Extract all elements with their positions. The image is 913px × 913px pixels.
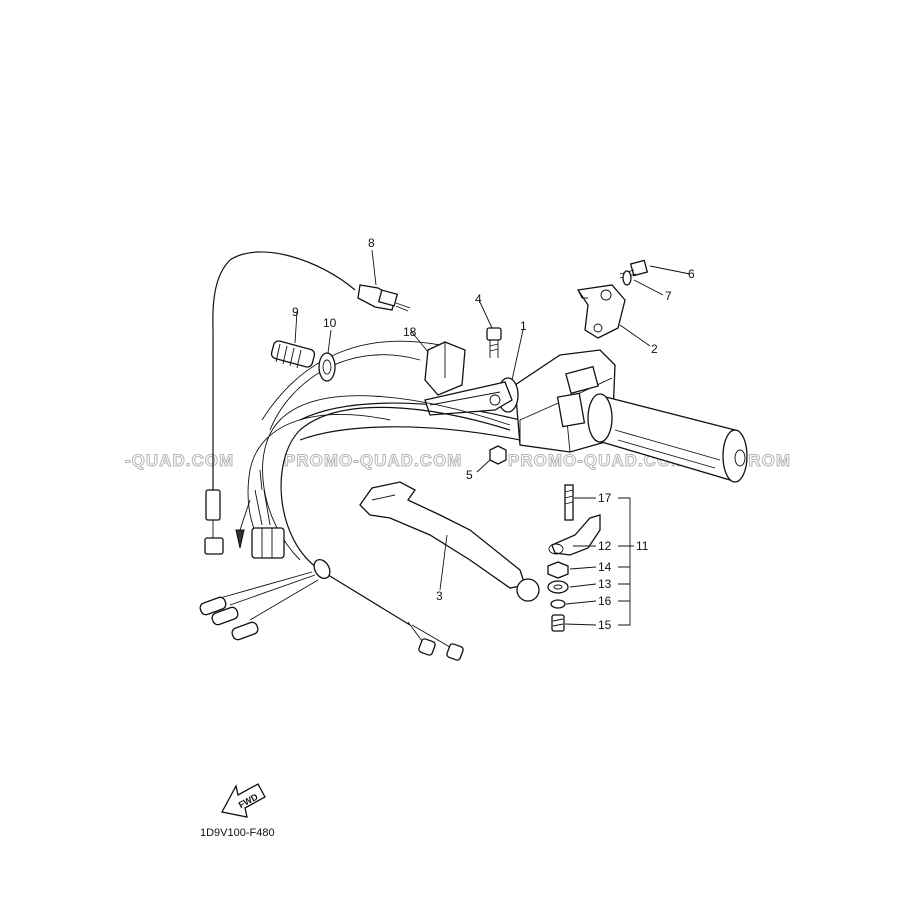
locknut <box>489 445 507 465</box>
sub-harness <box>199 559 464 661</box>
handlebar <box>299 402 521 441</box>
starter-lever-assembly <box>547 484 601 632</box>
callout-3: 3 <box>436 589 443 603</box>
watermark-center: PROMO-QUAD.COM <box>284 451 462 470</box>
pivot-bolt <box>486 327 502 358</box>
watermark-middle: PROMO-QUAD.COM <box>508 451 686 470</box>
watermark: -QUAD.COM PROMO-QUAD.COM PROMO-QUAD.COM … <box>125 451 791 471</box>
callout-8: 8 <box>368 236 375 250</box>
screw-and-washer <box>619 259 649 286</box>
harness-branch <box>235 414 391 559</box>
clamp-bracket <box>576 284 626 339</box>
callout-labels: 8 9 10 18 4 1 2 6 7 5 3 17 12 11 14 13 1… <box>292 236 695 632</box>
callout-16: 16 <box>598 594 612 608</box>
leader-lines <box>294 249 691 626</box>
watermark-right: PROM <box>736 451 791 470</box>
callout-11: 11 <box>636 539 649 553</box>
clutch-lever <box>359 481 540 602</box>
callout-9: 9 <box>292 305 299 319</box>
switch-cable <box>261 340 511 626</box>
adjuster-locknut <box>318 352 336 382</box>
forward-arrow-icon: FWD <box>221 783 266 818</box>
callout-17: 17 <box>598 491 612 505</box>
watermark-left: -QUAD.COM <box>125 451 234 470</box>
callout-14: 14 <box>598 560 612 574</box>
callout-6: 6 <box>688 267 695 281</box>
cable-adjuster <box>270 340 316 369</box>
callout-4: 4 <box>475 292 482 306</box>
callout-12: 12 <box>598 539 612 553</box>
handlebar-grip <box>587 393 748 483</box>
callout-13: 13 <box>598 577 612 591</box>
callout-18: 18 <box>403 325 417 339</box>
brake-switch-cable <box>204 251 356 555</box>
callout-7: 7 <box>665 289 672 303</box>
callout-5: 5 <box>466 468 473 482</box>
callout-1: 1 <box>520 319 527 333</box>
brake-switch <box>357 284 411 312</box>
callout-15: 15 <box>598 618 612 632</box>
callout-10: 10 <box>323 316 337 330</box>
callout-2: 2 <box>651 342 658 356</box>
diagram-code: 1D9V100-F480 <box>200 827 275 839</box>
lever-holder <box>424 341 513 416</box>
